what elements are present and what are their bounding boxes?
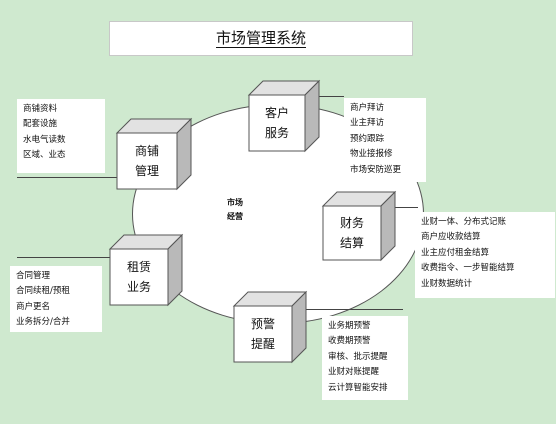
shop-item: 水电气读数 (23, 134, 66, 145)
finance-detail-box: 业财一体、分布式记账 商户应收款结算 业主应付租金结算 收费指令、一步智能结算 … (415, 212, 555, 298)
cube-lease-label-line1: 租赁 (126, 260, 151, 274)
customer-item: 商户拜访 (350, 103, 385, 113)
lease-item: 合同续租/预租 (16, 286, 70, 297)
alert-item: 审核、批示提醒 (328, 351, 388, 362)
cube-shape (108, 233, 184, 307)
cube-customer-label-line1: 客户 (264, 106, 289, 120)
cube-finance-label-line1: 财务 (339, 216, 364, 230)
alert-item: 业务期预警 (328, 321, 371, 331)
finance-item: 商户应收款结算 (421, 232, 481, 243)
center-label-line1: 市场 (227, 198, 243, 207)
cube-shop-label: 商铺 管理 (117, 141, 177, 181)
cube-finance-label-line2: 结算 (339, 236, 364, 250)
cube-lease-label-line2: 业务 (126, 280, 151, 294)
alert-item: 收费期预警 (328, 336, 371, 347)
alert-item: 云计算智能安排 (328, 382, 388, 393)
connector-shop (17, 177, 133, 178)
lease-item: 商户更名 (16, 301, 51, 312)
connector-customer (318, 96, 344, 97)
lease-item: 合同管理 (16, 271, 51, 281)
finance-item: 业财数据统计 (421, 278, 473, 289)
shop-item: 配套设施 (23, 119, 58, 130)
cube-alert-label-line1: 预警 (250, 317, 275, 331)
customer-item: 预约跟踪 (350, 133, 385, 144)
cube-shape (232, 290, 308, 364)
cube-shape (115, 117, 193, 191)
cube-finance-label: 财务 结算 (323, 213, 381, 253)
finance-item: 业主应付租金结算 (421, 247, 490, 258)
shop-item: 商铺资料 (23, 104, 58, 114)
cube-shop-label-line1: 商铺 (134, 144, 159, 158)
finance-item: 业财一体、分布式记账 (421, 217, 507, 227)
cube-customer-label: 客户 服务 (249, 103, 305, 143)
cube-alert-label-line2: 提醒 (250, 337, 275, 351)
connector-alert (293, 309, 403, 310)
customer-item: 物业接报修 (350, 149, 393, 160)
customer-item: 业主拜访 (350, 118, 385, 129)
shop-item: 区域、业态 (23, 150, 66, 161)
cube-lease-label: 租赁 业务 (110, 257, 168, 297)
diagram-title: 市场管理系统 (215, 28, 306, 48)
customer-detail-box: 商户拜访 业主拜访 预约跟踪 物业接报修 市场安防巡更 (344, 98, 426, 182)
cube-customer-label-line2: 服务 (264, 126, 289, 140)
lease-item: 业务拆分/合并 (16, 317, 70, 328)
center-label-line2: 经营 (227, 212, 243, 221)
finance-item: 收费指令、一步智能结算 (421, 263, 515, 274)
cube-shape (247, 79, 321, 153)
alert-detail-box: 业务期预警 收费期预警 审核、批示提醒 业财对账提醒 云计算智能安排 (322, 316, 408, 400)
alert-item: 业财对账提醒 (328, 367, 380, 378)
cube-shape (321, 190, 397, 262)
customer-item: 市场安防巡更 (350, 164, 402, 175)
cube-shop-label-line2: 管理 (134, 164, 159, 178)
shop-detail-box: 商铺资料 配套设施 水电气读数 区域、业态 (17, 99, 105, 173)
title-box: 市场管理系统 (109, 21, 413, 56)
connector-lease (17, 257, 115, 258)
center-label: 市场 经营 (215, 196, 255, 224)
lease-detail-box: 合同管理 合同续租/预租 商户更名 业务拆分/合并 (10, 266, 102, 332)
cube-alert-label: 预警 提醒 (234, 314, 292, 354)
